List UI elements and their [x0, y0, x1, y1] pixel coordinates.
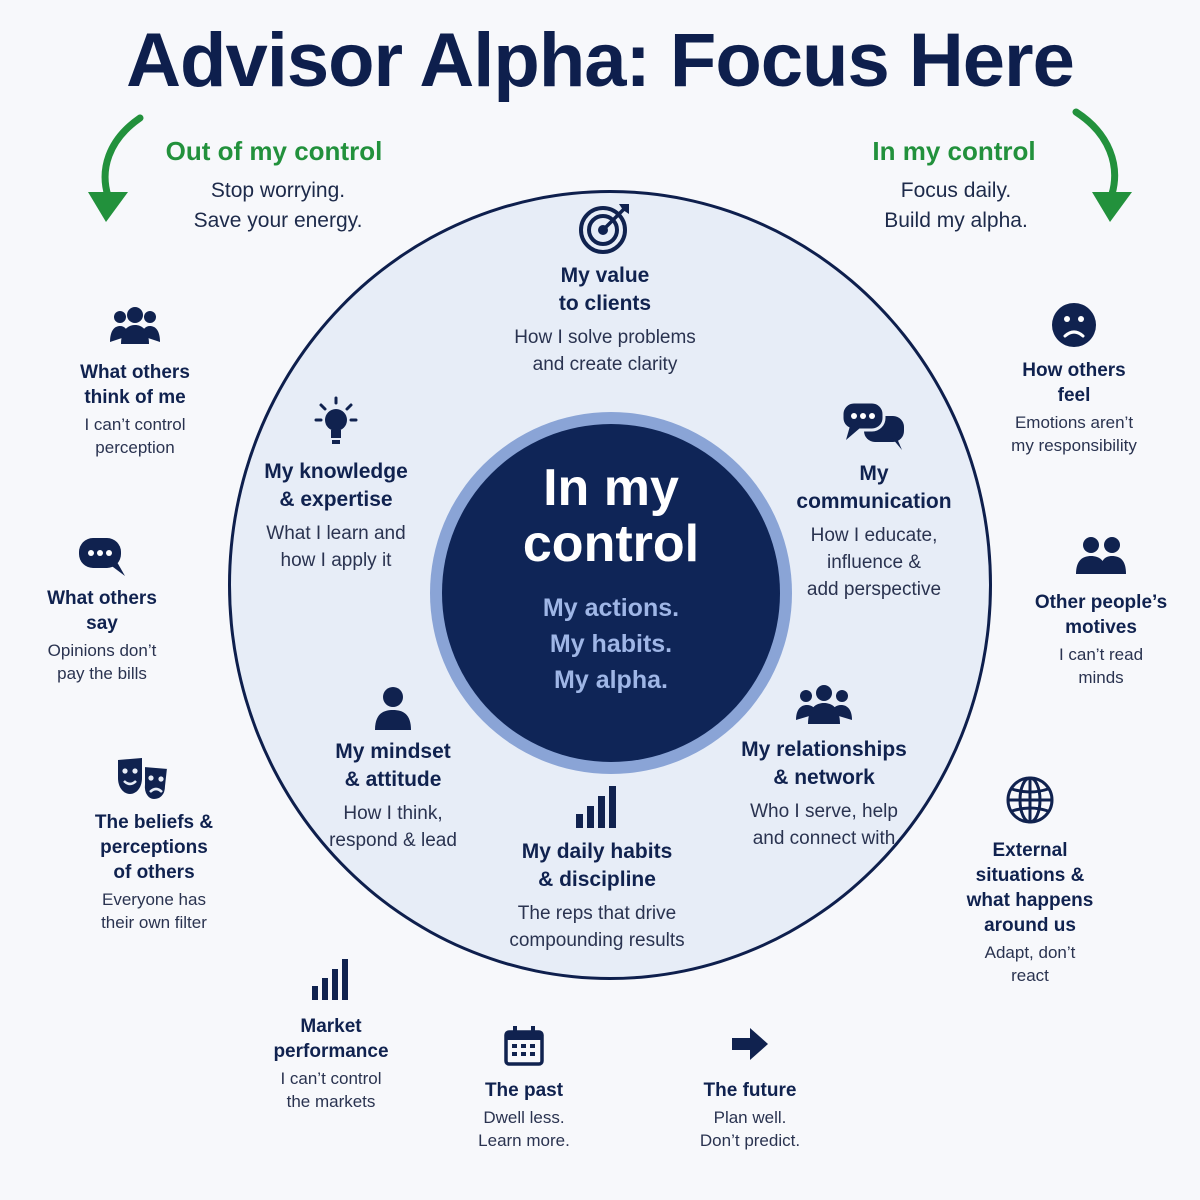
outer-item-heading: Other people’s motives — [1034, 592, 1168, 638]
inner-item-heading: My relationships & network — [741, 738, 907, 789]
outer-item-text: Opinions don’t pay the bills — [47, 641, 157, 683]
target-icon — [579, 204, 629, 254]
in-control-heading: In my control — [872, 136, 1036, 166]
inner-item-text: How I solve problems and create clarity — [514, 327, 696, 375]
inner-item-habits: My daily habits & discipline The reps th… — [486, 782, 708, 954]
outer-item-past: The past Dwell less. Learn more. — [454, 1024, 594, 1152]
outer-item-others-feel: How others feel Emotions aren’t my respo… — [994, 300, 1154, 457]
inner-item-heading: My knowledge & expertise — [264, 460, 408, 511]
outer-item-motives: Other people’s motives I can’t read mind… — [1016, 534, 1186, 689]
outer-item-heading: Market performance — [273, 1016, 389, 1062]
outer-item-beliefs: The beliefs & perceptions of others Ever… — [74, 754, 234, 934]
outer-item-heading: What others think of me — [80, 362, 190, 408]
outer-item-text: Plan well. Don’t predict. — [699, 1108, 801, 1150]
sad-face-icon — [1052, 303, 1096, 347]
inner-item-relationships: My relationships & network Who I serve, … — [724, 684, 924, 852]
bar-chart-icon — [312, 959, 348, 1000]
inner-item-text: Who I serve, help and connect with — [750, 801, 898, 849]
person-icon — [375, 687, 411, 730]
outer-item-heading: How others feel — [1022, 360, 1126, 406]
outer-item-text: Emotions aren’t my responsibility — [1011, 413, 1137, 455]
inner-item-heading: My daily habits & discipline — [521, 840, 673, 891]
people-icon — [110, 307, 160, 344]
inner-item-communication: My communication How I educate, influenc… — [774, 400, 974, 603]
inner-item-mindset: My mindset & attitude How I think, respo… — [300, 684, 486, 854]
outer-item-heading: The past — [484, 1080, 564, 1101]
calendar-icon — [504, 1026, 544, 1066]
outer-item-external: External situations & what happens aroun… — [950, 774, 1110, 987]
outer-item-text: I can’t control perception — [84, 415, 186, 457]
inner-item-heading: My mindset & attitude — [335, 740, 451, 791]
outer-item-text: Adapt, don’t react — [984, 943, 1076, 985]
globe-icon — [1006, 776, 1054, 824]
out-of-control-text: Stop worrying. Save your energy. — [193, 179, 363, 232]
outer-item-others-think: What others think of me I can’t control … — [50, 306, 220, 459]
outer-item-text: Everyone has their own filter — [101, 890, 207, 932]
theater-masks-icon — [118, 758, 170, 802]
outer-item-market: Market performance I can’t control the m… — [256, 956, 406, 1113]
inner-item-text: The reps that drive compounding results — [509, 903, 685, 951]
outer-item-heading: The future — [703, 1080, 797, 1101]
center-core: In my control My actions. My habits. My … — [442, 424, 780, 762]
outer-item-heading: What others say — [47, 588, 157, 634]
outer-item-others-say: What others say Opinions don’t pay the b… — [22, 534, 182, 685]
group-icon — [796, 685, 852, 724]
in-control-text: Focus daily. Build my alpha. — [884, 179, 1028, 232]
curved-arrow-left-icon — [88, 114, 144, 222]
chat-bubbles-icon — [840, 400, 904, 450]
outer-item-heading: External situations & what happens aroun… — [966, 840, 1094, 936]
inner-item-text: What I learn and how I apply it — [266, 523, 406, 571]
decorative-arrows — [88, 108, 1132, 222]
page-title: Advisor Alpha: Focus Here — [126, 18, 1075, 103]
outer-item-text: I can’t read minds — [1058, 645, 1144, 687]
outer-item-text: Dwell less. Learn more. — [478, 1108, 570, 1150]
out-of-control-heading: Out of my control — [165, 136, 383, 166]
center-title: In my control — [522, 459, 700, 573]
outer-item-future: The future Plan well. Don’t predict. — [680, 1024, 820, 1152]
lightbulb-icon — [314, 396, 358, 444]
inner-item-text: How I educate, influence & add perspecti… — [806, 525, 942, 600]
inner-item-heading: My communication — [796, 462, 952, 513]
inner-item-text: How I think, respond & lead — [329, 803, 457, 851]
inner-item-heading: My value to clients — [558, 264, 652, 315]
inner-item-value: My value to clients How I solve problems… — [460, 200, 750, 378]
curved-arrow-right-icon — [1072, 108, 1132, 222]
outer-item-heading: The beliefs & perceptions of others — [94, 812, 214, 883]
outer-item-text: I can’t control the markets — [280, 1069, 382, 1111]
bar-chart-icon — [576, 786, 616, 828]
inner-item-knowledge: My knowledge & expertise What I learn an… — [236, 394, 436, 574]
arrow-right-icon — [732, 1028, 768, 1060]
two-people-icon — [1076, 537, 1126, 574]
center-subtitle: My actions. My habits. My alpha. — [542, 594, 680, 694]
speech-bubble-icon — [79, 538, 125, 576]
